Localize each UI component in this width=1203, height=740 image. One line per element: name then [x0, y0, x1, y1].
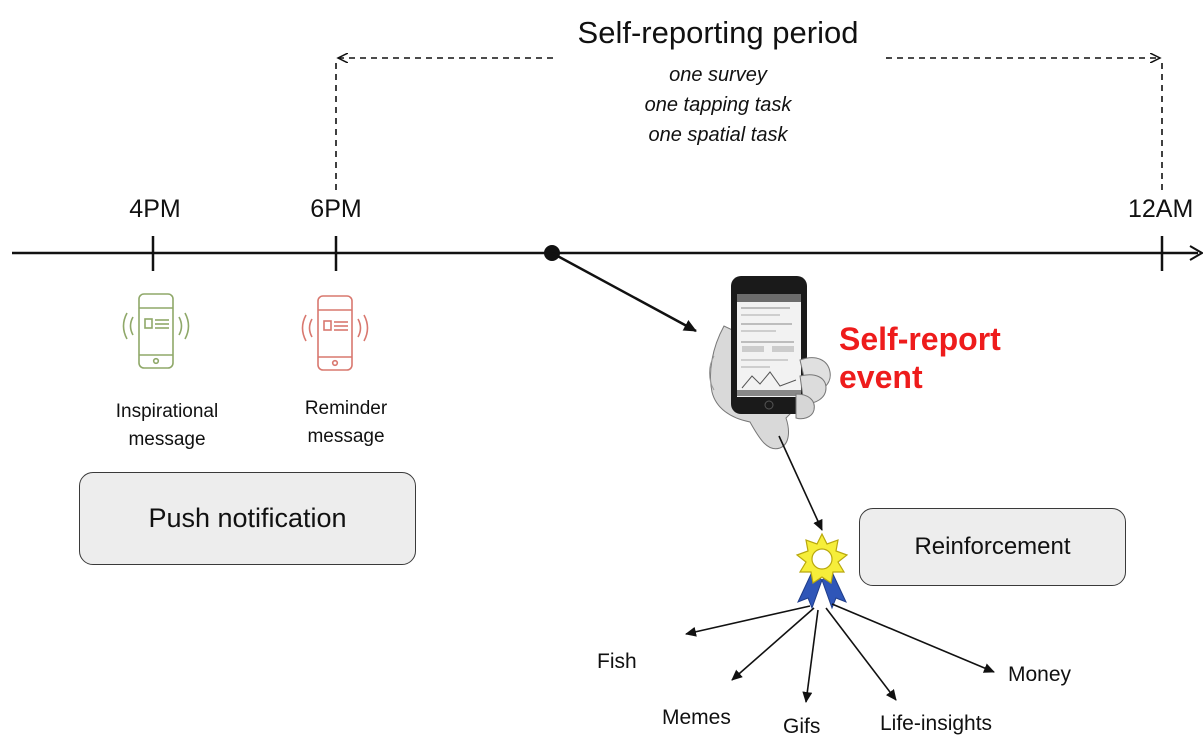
inspirational-phone-icon	[122, 293, 190, 369]
reinforcement-arrow	[778, 435, 823, 531]
timeline-arrowhead	[1189, 245, 1203, 261]
period-task-spatial: one spatial task	[648, 124, 788, 146]
reward-fish: Fish	[597, 650, 637, 673]
period-task-survey: one survey	[669, 64, 767, 86]
inspirational-message-label: Inspirational message	[115, 401, 219, 450]
period-task-tapping: one tapping task	[644, 94, 792, 116]
reinforcement-label: Reinforcement	[914, 533, 1071, 560]
arrow-memes	[731, 607, 815, 681]
reward-gifs: Gifs	[783, 715, 821, 738]
tick-label-12am: 12AM	[1128, 195, 1194, 223]
hand-phone-icon	[709, 276, 831, 450]
period-bracket	[335, 58, 1163, 190]
reminder-message-label: Reminder message	[304, 398, 388, 447]
arrow-money	[831, 603, 995, 673]
period-title: Self-reporting period	[577, 15, 859, 50]
reinforcement-box: Reinforcement	[859, 508, 1126, 586]
reward-memes: Memes	[662, 706, 731, 729]
reward-money: Money	[1008, 663, 1072, 686]
reward-arrows	[685, 603, 995, 703]
event-arrow	[551, 251, 697, 333]
self-report-event-label: Self-report event	[839, 321, 1001, 396]
push-notification-label: Push notification	[148, 503, 347, 533]
arrow-life-insights	[825, 607, 897, 701]
arrow-gifs	[802, 609, 819, 703]
tick-label-4pm: 4PM	[129, 195, 181, 223]
reward-life-insights: Life-insights	[880, 712, 993, 735]
push-notification-box: Push notification	[79, 472, 416, 565]
arrow-fish	[685, 605, 811, 637]
reminder-phone-icon	[301, 295, 369, 371]
award-ribbon-icon	[795, 532, 849, 610]
tick-label-6pm: 6PM	[310, 195, 362, 223]
